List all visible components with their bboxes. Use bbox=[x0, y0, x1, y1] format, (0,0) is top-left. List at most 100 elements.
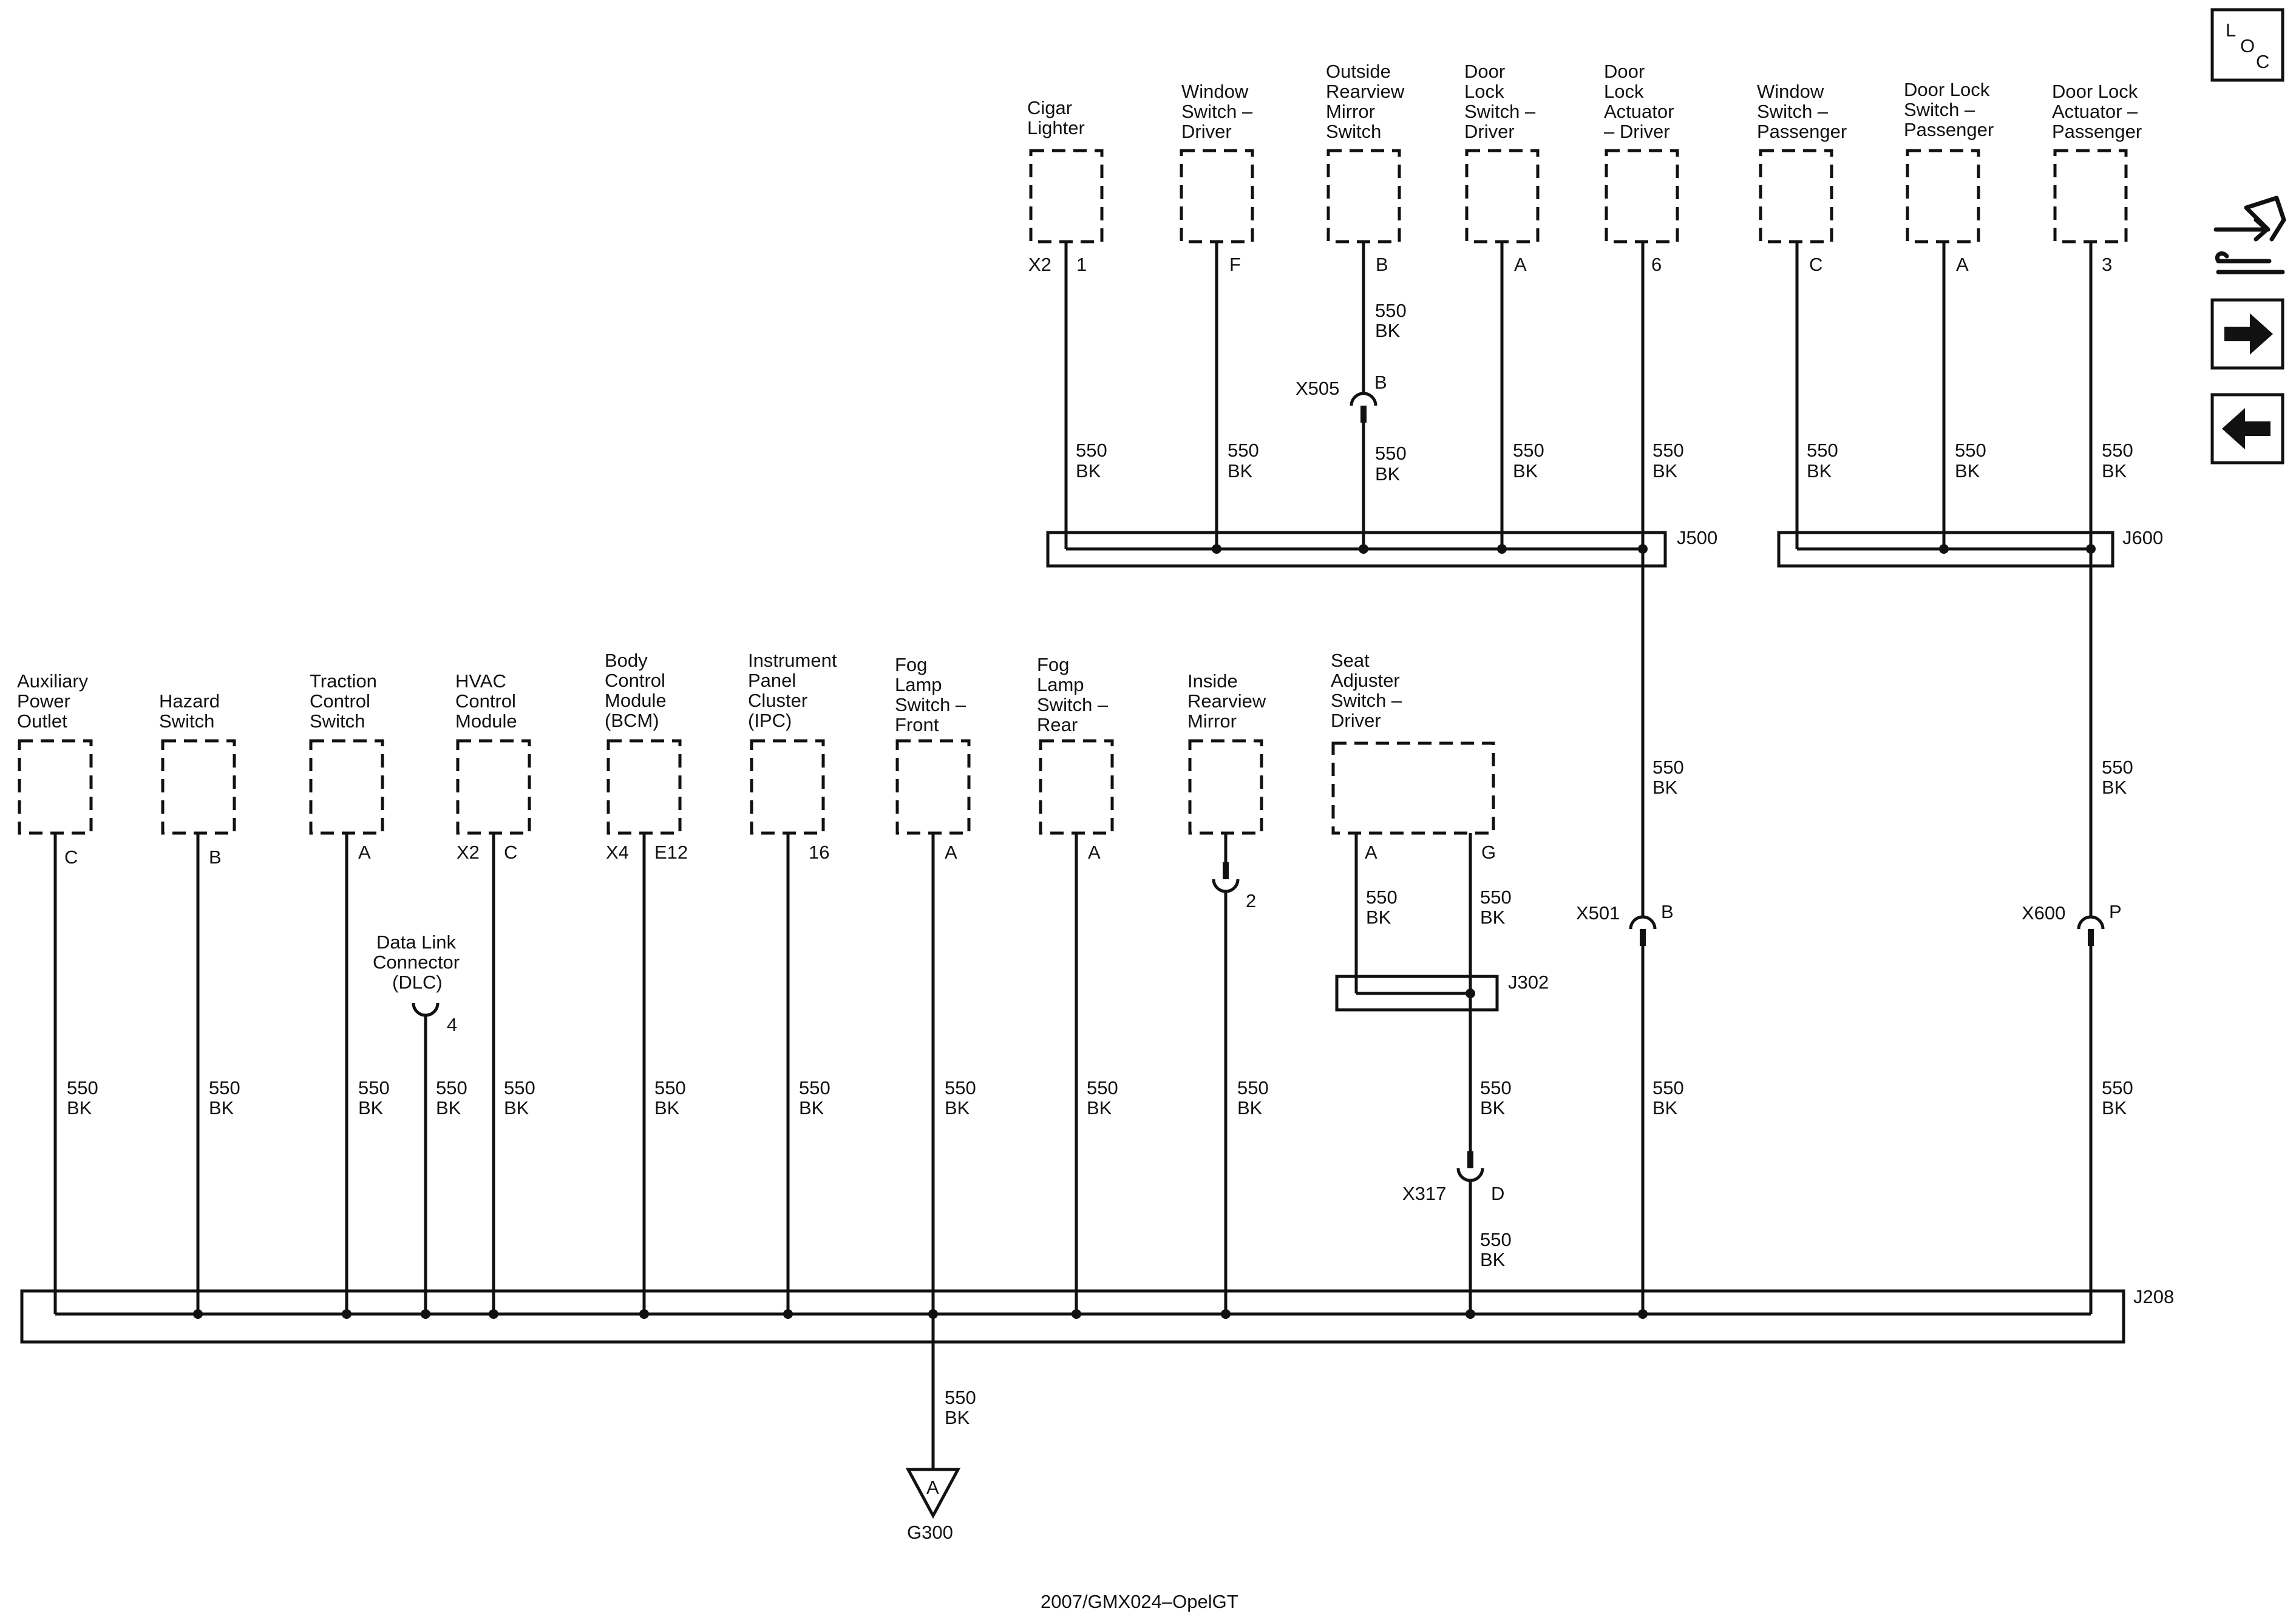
door-lock-switch-driver-pin: A bbox=[1514, 254, 1527, 275]
wire-gauge: 550 bbox=[1480, 887, 1512, 908]
wire-gauge: 550 bbox=[1375, 300, 1407, 321]
wire-color: BK bbox=[1652, 1097, 1678, 1119]
outside-mirror-box bbox=[1326, 149, 1401, 243]
x600-label: X600 bbox=[2022, 902, 2065, 924]
wire-gauge: 550 bbox=[1807, 440, 1838, 461]
inside-mirror-box bbox=[1188, 739, 1263, 835]
dlc-pin: 4 bbox=[447, 1014, 457, 1035]
seat-adjuster-label-3: Switch – bbox=[1331, 690, 1402, 711]
component-door-lock-switch-driver: Door Lock Switch – Driver A 550 BK bbox=[1464, 61, 1544, 549]
fog-rear-label-1: Fog bbox=[1037, 654, 1069, 675]
seat-adjuster-label-2: Adjuster bbox=[1331, 670, 1400, 691]
wire-gauge: 550 bbox=[67, 1077, 98, 1098]
splice-j600: J600 bbox=[1777, 527, 2163, 568]
seat-adjuster-pin-a: A bbox=[1365, 842, 1377, 863]
ground-icon bbox=[905, 1468, 961, 1519]
loc-letter-l: L bbox=[2226, 19, 2236, 41]
window-switch-driver-label-2: Switch – bbox=[1181, 101, 1253, 122]
next-page-button[interactable] bbox=[2210, 298, 2284, 370]
component-traction-control-switch: Traction Control Switch A 550 BK bbox=[309, 670, 390, 1314]
wire-gauge: 550 bbox=[654, 1077, 686, 1098]
footer-code: 2007/GMX024–OpelGT bbox=[1041, 1591, 1238, 1612]
wire-color: BK bbox=[1480, 1097, 1506, 1119]
door-lock-actuator-driver-label-1: Door bbox=[1604, 61, 1645, 82]
wire-gauge: 550 bbox=[1513, 440, 1544, 461]
wire-gauge: 550 bbox=[1652, 757, 1684, 778]
wire-gauge: 550 bbox=[1480, 1077, 1512, 1098]
loc-button[interactable]: L O C bbox=[2210, 8, 2284, 82]
wire-gauge: 550 bbox=[504, 1077, 535, 1098]
component-window-switch-passenger: Window Switch – Passenger C 550 BK bbox=[1757, 81, 1847, 549]
fog-rear-label-4: Rear bbox=[1037, 714, 1078, 735]
door-lock-actuator-passenger-label-3: Passenger bbox=[2052, 121, 2142, 142]
component-aux-power-outlet: Auxiliary Power Outlet C 550 BK bbox=[17, 670, 98, 1314]
hvac-label-3: Module bbox=[455, 710, 517, 732]
traction-switch-label-1: Traction bbox=[310, 670, 377, 692]
cigar-lighter-label-2: Lighter bbox=[1027, 117, 1085, 138]
seat-adjuster-box bbox=[1331, 741, 1495, 835]
aux-outlet-label-3: Outlet bbox=[17, 710, 67, 732]
wire-color: BK bbox=[436, 1097, 461, 1119]
door-lock-actuator-driver-label-4: – Driver bbox=[1604, 121, 1670, 142]
wire-color: BK bbox=[209, 1097, 234, 1119]
traction-switch-pin: A bbox=[358, 842, 371, 863]
inside-mirror-label-3: Mirror bbox=[1187, 710, 1237, 732]
hazard-switch-pin: B bbox=[209, 846, 222, 868]
component-door-lock-switch-passenger: Door Lock Switch – Passenger A 550 BK bbox=[1904, 79, 1994, 549]
wire-color: BK bbox=[1652, 777, 1678, 798]
wire-gauge: 550 bbox=[2102, 757, 2133, 778]
connector-tools-button[interactable] bbox=[2213, 196, 2286, 274]
connector-tools-icon[interactable] bbox=[2213, 196, 2286, 274]
wire-color: BK bbox=[1513, 460, 1538, 482]
door-lock-switch-driver-label-4: Driver bbox=[1464, 121, 1515, 142]
fog-rear-label-2: Lamp bbox=[1037, 674, 1084, 695]
window-switch-passenger-label-2: Switch – bbox=[1757, 101, 1829, 122]
door-lock-switch-passenger-label-3: Passenger bbox=[1904, 119, 1994, 140]
outside-mirror-pin: B bbox=[1376, 254, 1388, 275]
bcm-label-2: Control bbox=[605, 670, 665, 691]
wire-color: BK bbox=[654, 1097, 680, 1119]
wire-color: BK bbox=[1652, 460, 1678, 482]
component-door-lock-actuator-passenger: Door Lock Actuator – Passenger 3 550 BK bbox=[2052, 81, 2142, 549]
wire-gauge: 550 bbox=[799, 1077, 830, 1098]
component-fog-lamp-switch-front: Fog Lamp Switch – Front A 550 BK bbox=[895, 654, 976, 1469]
previous-page-button[interactable] bbox=[2210, 393, 2284, 465]
wire-color: BK bbox=[1807, 460, 1832, 482]
wire-color: BK bbox=[1955, 460, 1980, 482]
fog-rear-box bbox=[1039, 739, 1114, 835]
component-fog-lamp-switch-rear: Fog Lamp Switch – Rear A 550 BK bbox=[1037, 654, 1118, 1314]
wire-gauge: 550 bbox=[1228, 440, 1259, 461]
aux-outlet-pin: C bbox=[64, 846, 78, 868]
inside-mirror-pin: 2 bbox=[1246, 890, 1256, 911]
ipc-label-1: Instrument bbox=[748, 650, 837, 671]
door-lock-actuator-driver-pin: 6 bbox=[1651, 254, 1662, 275]
door-lock-actuator-driver-label-2: Lock bbox=[1604, 81, 1644, 102]
wire-gauge: 550 bbox=[1480, 1229, 1512, 1250]
hvac-label-1: HVAC bbox=[455, 670, 506, 692]
wire-color: BK bbox=[1237, 1097, 1263, 1119]
door-lock-actuator-driver-box bbox=[1605, 149, 1679, 243]
traction-switch-label-3: Switch bbox=[310, 710, 365, 732]
hvac-label-2: Control bbox=[455, 690, 516, 712]
inside-mirror-label-2: Rearview bbox=[1187, 690, 1266, 712]
ground-pin: A bbox=[926, 1477, 939, 1498]
component-hazard-switch: Hazard Switch B 550 BK bbox=[159, 690, 240, 1314]
bcm-label-4: (BCM) bbox=[605, 710, 659, 731]
fog-front-label-3: Switch – bbox=[895, 694, 966, 715]
wire-gauge: 550 bbox=[1955, 440, 1986, 461]
component-cigar-lighter: Cigar Lighter X2 1 550 BK bbox=[1027, 97, 1107, 549]
outside-mirror-label-4: Switch bbox=[1326, 121, 1381, 142]
wire-color: BK bbox=[1375, 320, 1401, 341]
outside-mirror-label-2: Rearview bbox=[1326, 81, 1405, 102]
component-instrument-panel-cluster: Instrument Panel Cluster (IPC) 16 550 BK bbox=[748, 650, 837, 1314]
fog-rear-label-3: Switch – bbox=[1037, 694, 1109, 715]
aux-outlet-label-1: Auxiliary bbox=[17, 670, 89, 692]
door-lock-switch-passenger-box bbox=[1906, 149, 1980, 243]
loc-icon[interactable] bbox=[2210, 8, 2284, 82]
x317-pin: D bbox=[1491, 1183, 1504, 1204]
wire-gauge: 550 bbox=[1652, 1077, 1684, 1098]
door-lock-switch-passenger-label-1: Door Lock bbox=[1904, 79, 1990, 100]
dlc-label-1: Data Link bbox=[376, 931, 456, 953]
wire-color: BK bbox=[1375, 463, 1401, 485]
